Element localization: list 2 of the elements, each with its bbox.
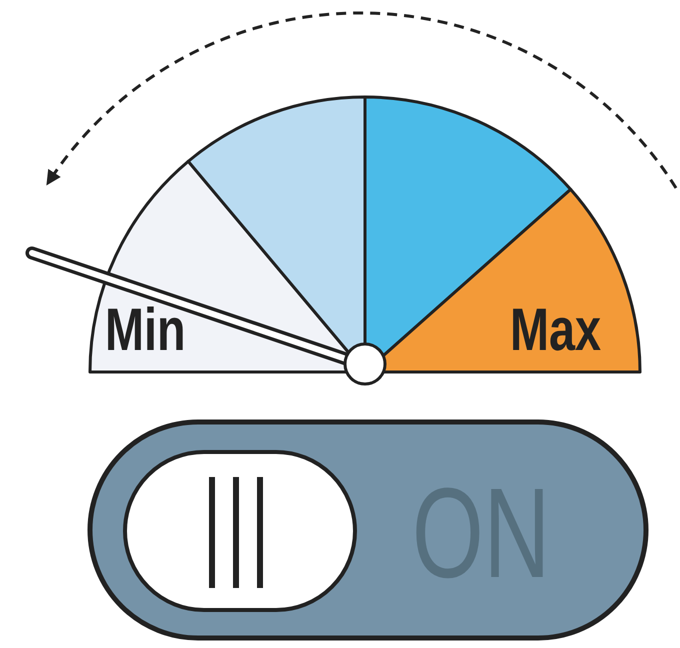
min-label: Min bbox=[105, 300, 186, 360]
max-label: Max bbox=[510, 300, 602, 360]
